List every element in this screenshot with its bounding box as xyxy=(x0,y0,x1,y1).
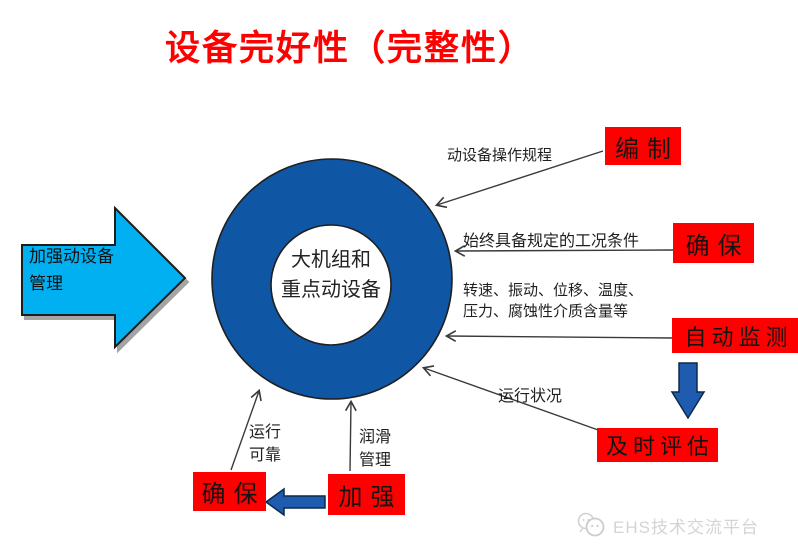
action-box-compile: 编制 xyxy=(605,127,681,165)
note-reliability: 运行 可靠 xyxy=(249,421,281,467)
note-lubrication: 润滑 管理 xyxy=(359,426,391,472)
hub-label-line1: 大机组和 xyxy=(291,249,371,271)
note-monitoring-line1: 转速、振动、位移、温度、 xyxy=(463,282,644,299)
watermark-label: EHS技术交流平台 xyxy=(613,517,759,537)
block-arrow-down xyxy=(670,362,706,420)
action-box-strengthen: 加强 xyxy=(328,474,405,515)
action-box-ensure-top: 确保 xyxy=(673,223,754,263)
big-arrow-label-line1: 加强动设备 xyxy=(29,247,114,266)
action-box-auto-monitor: 自动监测 xyxy=(672,318,798,353)
hub-ring-inner xyxy=(270,224,392,346)
big-arrow-label-line2: 管理 xyxy=(29,274,63,293)
connector-procedures xyxy=(434,150,604,209)
note-reliability-line1: 运行 xyxy=(249,424,282,441)
note-monitoring-line2: 压力、腐蚀性介质含量等 xyxy=(463,303,629,320)
note-lubrication-line2: 管理 xyxy=(359,452,392,469)
watermark: EHS技术交流平台 xyxy=(576,512,759,538)
note-lubrication-line1: 润滑 xyxy=(359,429,392,446)
big-arrow-label: 加强动设备 管理 xyxy=(29,243,179,297)
chat-faces-icon xyxy=(577,512,605,537)
connector-conditions xyxy=(453,244,674,257)
connector-status xyxy=(421,365,602,432)
note-status: 运行状况 xyxy=(498,388,563,405)
connector-monitoring xyxy=(444,330,673,343)
connector-lubrication xyxy=(344,399,357,472)
big-right-arrow xyxy=(21,205,187,350)
note-reliability-line2: 可靠 xyxy=(249,447,282,464)
block-arrow-left xyxy=(264,487,326,517)
hub-label: 大机组和 重点动设备 xyxy=(241,245,421,305)
note-monitoring: 转速、振动、位移、温度、 压力、腐蚀性介质含量等 xyxy=(463,280,643,322)
connector-reliability xyxy=(230,388,262,471)
action-box-ensure-bottom: 确保 xyxy=(193,472,266,511)
hub-label-line2: 重点动设备 xyxy=(281,279,381,301)
action-box-timely-evaluate: 及时评估 xyxy=(597,428,718,462)
note-conditions: 始终具备规定的工况条件 xyxy=(463,233,640,250)
slide-title: 设备完好性（完整性） xyxy=(164,28,535,69)
note-procedures: 动设备操作规程 xyxy=(447,147,553,164)
